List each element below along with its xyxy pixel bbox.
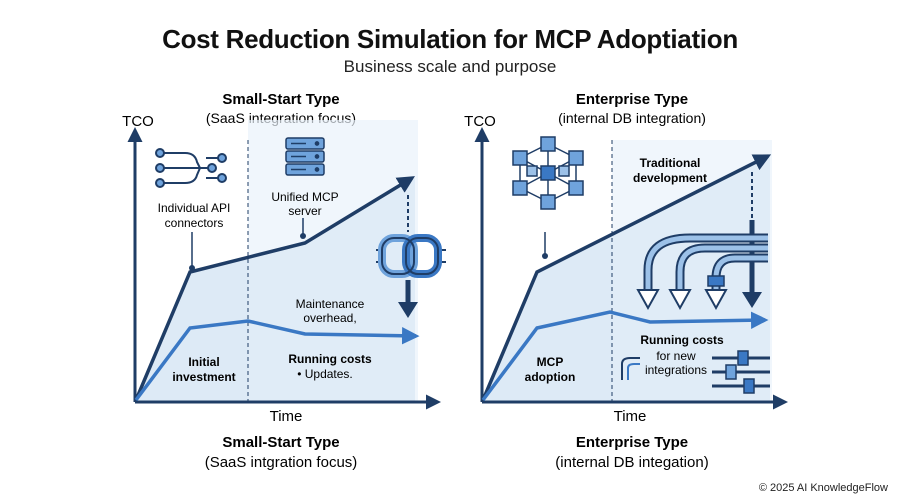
right-footer-title: Enterprise Type	[576, 434, 688, 451]
small-pipe-right-icon	[712, 350, 770, 394]
label-right-running-costs: Running costs	[640, 333, 724, 347]
right-x-axis-label: Time	[614, 408, 647, 425]
pipe-arrow-1	[636, 289, 660, 311]
right-footer-sub: (internal DB integation)	[555, 454, 708, 471]
label-updates: • Updates.	[297, 367, 353, 381]
right-tco-line	[481, 154, 772, 401]
left-cost-area-overlay	[135, 178, 415, 402]
left-callout-dot-server	[300, 233, 306, 239]
label-for-new: for new	[656, 349, 696, 363]
copyright-notice: © 2025 AI KnowledgeFlow	[758, 482, 888, 494]
page-title: Cost Reduction Simulation for MCP Adopti…	[162, 24, 738, 54]
label-integrations: integrations	[645, 363, 707, 377]
right-y-axis-label: TCO	[464, 113, 496, 130]
server-icon	[285, 137, 325, 176]
right-cost-area-overlay	[482, 156, 770, 402]
label-api-connectors-line2: connectors	[165, 216, 224, 230]
left-x-axis-label: Time	[270, 408, 303, 425]
pipe-network-icon	[643, 233, 768, 292]
label-traditional-line1: Traditional	[640, 156, 701, 170]
left-footer-sub: (SaaS intgration focus)	[205, 454, 358, 471]
left-panel-heading: Small-Start Type	[222, 91, 339, 108]
label-running-costs: Running costs	[288, 352, 372, 366]
cube-network-icon	[512, 136, 584, 210]
left-down-arrow	[398, 280, 418, 318]
small-pipe-left-icon	[621, 357, 640, 380]
pipe-arrow-3	[704, 289, 728, 311]
left-tco-line	[134, 176, 415, 401]
label-mcp-adoption-line1: MCP	[537, 355, 564, 369]
label-api-connectors-line1: Individual API	[158, 201, 231, 215]
label-mcp-server-line1: Unified MCP	[271, 190, 338, 204]
page-subtitle: Business scale and purpose	[343, 57, 557, 76]
label-maintenance-line2: overhead,	[303, 311, 356, 325]
label-traditional-line2: development	[633, 171, 707, 185]
api-connectors-icon	[155, 148, 227, 188]
label-maintenance-line1: Maintenance	[296, 297, 365, 311]
right-panel: Enterprise Type (internal DB integration…	[464, 91, 788, 471]
right-panel-heading-sub: (internal DB integration)	[558, 110, 706, 126]
label-initial-line1: Initial	[188, 355, 219, 369]
label-mcp-adoption-line2: adoption	[525, 370, 576, 384]
left-callout-dot-api	[189, 265, 195, 271]
right-running-cost-line	[481, 310, 769, 402]
left-panel: Small-Start Type (SaaS integration focus…	[122, 91, 446, 471]
pipe-arrow-2	[668, 289, 692, 311]
left-footer-title: Small-Start Type	[222, 434, 339, 451]
left-running-cost-line	[134, 319, 420, 402]
right-callout-dot-cubes	[542, 253, 548, 259]
chain-link-icon	[376, 234, 446, 278]
left-y-axis-label: TCO	[122, 113, 154, 130]
label-mcp-server-line2: server	[288, 204, 321, 218]
right-panel-heading: Enterprise Type	[576, 91, 688, 108]
label-initial-line2: investment	[172, 370, 235, 384]
